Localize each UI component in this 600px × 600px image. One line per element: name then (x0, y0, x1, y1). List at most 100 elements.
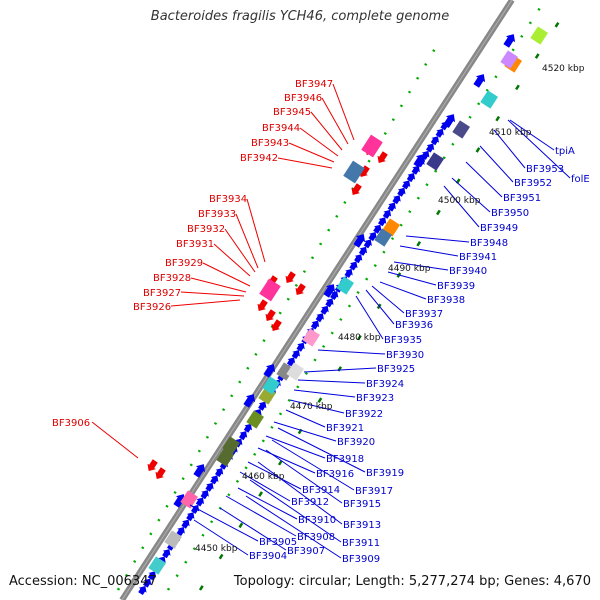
leader-line (465, 161, 503, 198)
tick-label: 4490 kbp (388, 264, 431, 274)
feature-box (262, 376, 281, 395)
forward-gene-arrow (363, 239, 372, 249)
leader-line (399, 245, 459, 257)
feature-box (164, 530, 183, 549)
gene-label: BF3933 (198, 209, 236, 220)
gene-label: tpiA (555, 146, 575, 157)
gene-label: BF3941 (459, 252, 497, 263)
leader-line (387, 271, 437, 286)
tick-label: 4450 kbp (195, 544, 238, 554)
gene-label: BF3927 (143, 288, 181, 299)
tick-label: 4500 kbp (438, 196, 481, 206)
feature-box (480, 90, 499, 109)
gene-label: BF3910 (298, 515, 336, 526)
leader-line (225, 495, 297, 537)
gene-label: BF3920 (337, 437, 375, 448)
gene-label: BF3923 (356, 393, 394, 404)
forward-gene-arrow (368, 232, 377, 242)
gene-label: BF3951 (503, 193, 541, 204)
leader-line (365, 289, 395, 325)
leader-line (393, 261, 449, 271)
feature-box (500, 50, 519, 69)
forward-gene-arrow (138, 586, 147, 595)
leader-line (249, 479, 342, 543)
forward-gene-arrow (323, 284, 336, 298)
reverse-gene-track (147, 134, 388, 479)
forward-gene-arrow (193, 464, 206, 478)
forward-gene-arrow (349, 261, 358, 271)
leader-line (285, 409, 326, 428)
leader-line (493, 129, 526, 169)
forward-gene-track (138, 34, 516, 595)
leader-line (297, 379, 366, 384)
gene-label: BF3915 (343, 499, 381, 510)
forward-gene-arrow (443, 114, 456, 128)
forward-gene-arrow (358, 246, 368, 256)
forward-gene-arrow (503, 34, 516, 48)
forward-gene-arrow (263, 364, 276, 378)
gene-label: BF3928 (153, 273, 191, 284)
feature-box (148, 556, 167, 575)
gene-label: BF3949 (480, 223, 518, 234)
gene-label: BF3924 (366, 379, 404, 390)
leader-line (91, 421, 139, 459)
leader-line (224, 228, 256, 273)
forward-gene-arrow (291, 350, 300, 359)
reverse-gene-arrow (147, 459, 158, 471)
genome-title: Bacteroides fragilis YCH46, complete gen… (150, 9, 450, 24)
gene-label: BF3948 (470, 238, 508, 249)
gene-label: BF3921 (326, 423, 364, 434)
feature-box (216, 448, 235, 467)
leader-line (237, 487, 298, 520)
leader-line (219, 507, 287, 551)
gene-label: BF3913 (343, 520, 381, 531)
forward-gene-arrow (296, 342, 305, 352)
leader-line (479, 145, 514, 183)
gene-label: BF3917 (355, 486, 393, 497)
leader-line (289, 399, 345, 414)
forward-gene-arrow (143, 578, 152, 588)
gene-label: BF3945 (273, 107, 311, 118)
tick-label: 4520 kbp (542, 64, 585, 74)
leader-line (371, 285, 405, 314)
leader-line (443, 185, 480, 228)
leader-line (202, 262, 251, 287)
forward-gene-arrow (315, 313, 324, 323)
forward-gene-arrow (310, 320, 320, 330)
gene-label: BF3937 (405, 309, 443, 320)
leader-line (332, 83, 355, 141)
gene-label: BF3904 (249, 551, 287, 562)
forward-gene-arrow (173, 494, 186, 508)
gene-label: BF3950 (491, 208, 529, 219)
gene-label: BF3906 (52, 418, 90, 429)
gene-label: folE (571, 174, 590, 185)
leader-line (265, 435, 326, 459)
forward-gene-arrow (162, 549, 171, 559)
gene-label: BF3942 (240, 153, 278, 164)
forward-gene-arrow (397, 187, 406, 197)
gene-label: BF3929 (165, 258, 203, 269)
forward-gene-arrow (392, 195, 401, 205)
forward-gene-arrow (243, 394, 256, 408)
gene-label: BF3918 (326, 454, 364, 465)
forward-gene-arrow (147, 571, 157, 581)
gene-label: BF3944 (262, 123, 300, 134)
forward-gene-arrow (411, 165, 420, 175)
forward-gene-arrow (353, 234, 366, 248)
forward-gene-arrow (354, 254, 363, 264)
forward-gene-arrow (325, 298, 334, 308)
leader-line (288, 142, 335, 163)
gene-label: BF3943 (251, 138, 289, 149)
reverse-gene-arrow (295, 283, 306, 295)
gene-label: BF3932 (187, 224, 225, 235)
reverse-gene-arrow (377, 151, 388, 163)
forward-gene-arrow (344, 268, 353, 278)
gene-label: BF3919 (366, 468, 404, 479)
feature-box (302, 328, 321, 347)
gene-label: BF3934 (209, 194, 247, 205)
gene-label: BF3947 (295, 79, 333, 90)
tick-label: 4480 kbp (338, 333, 381, 343)
gene-label: BF3908 (297, 532, 335, 543)
leader-line (247, 461, 302, 490)
forward-gene-arrow (258, 401, 267, 411)
